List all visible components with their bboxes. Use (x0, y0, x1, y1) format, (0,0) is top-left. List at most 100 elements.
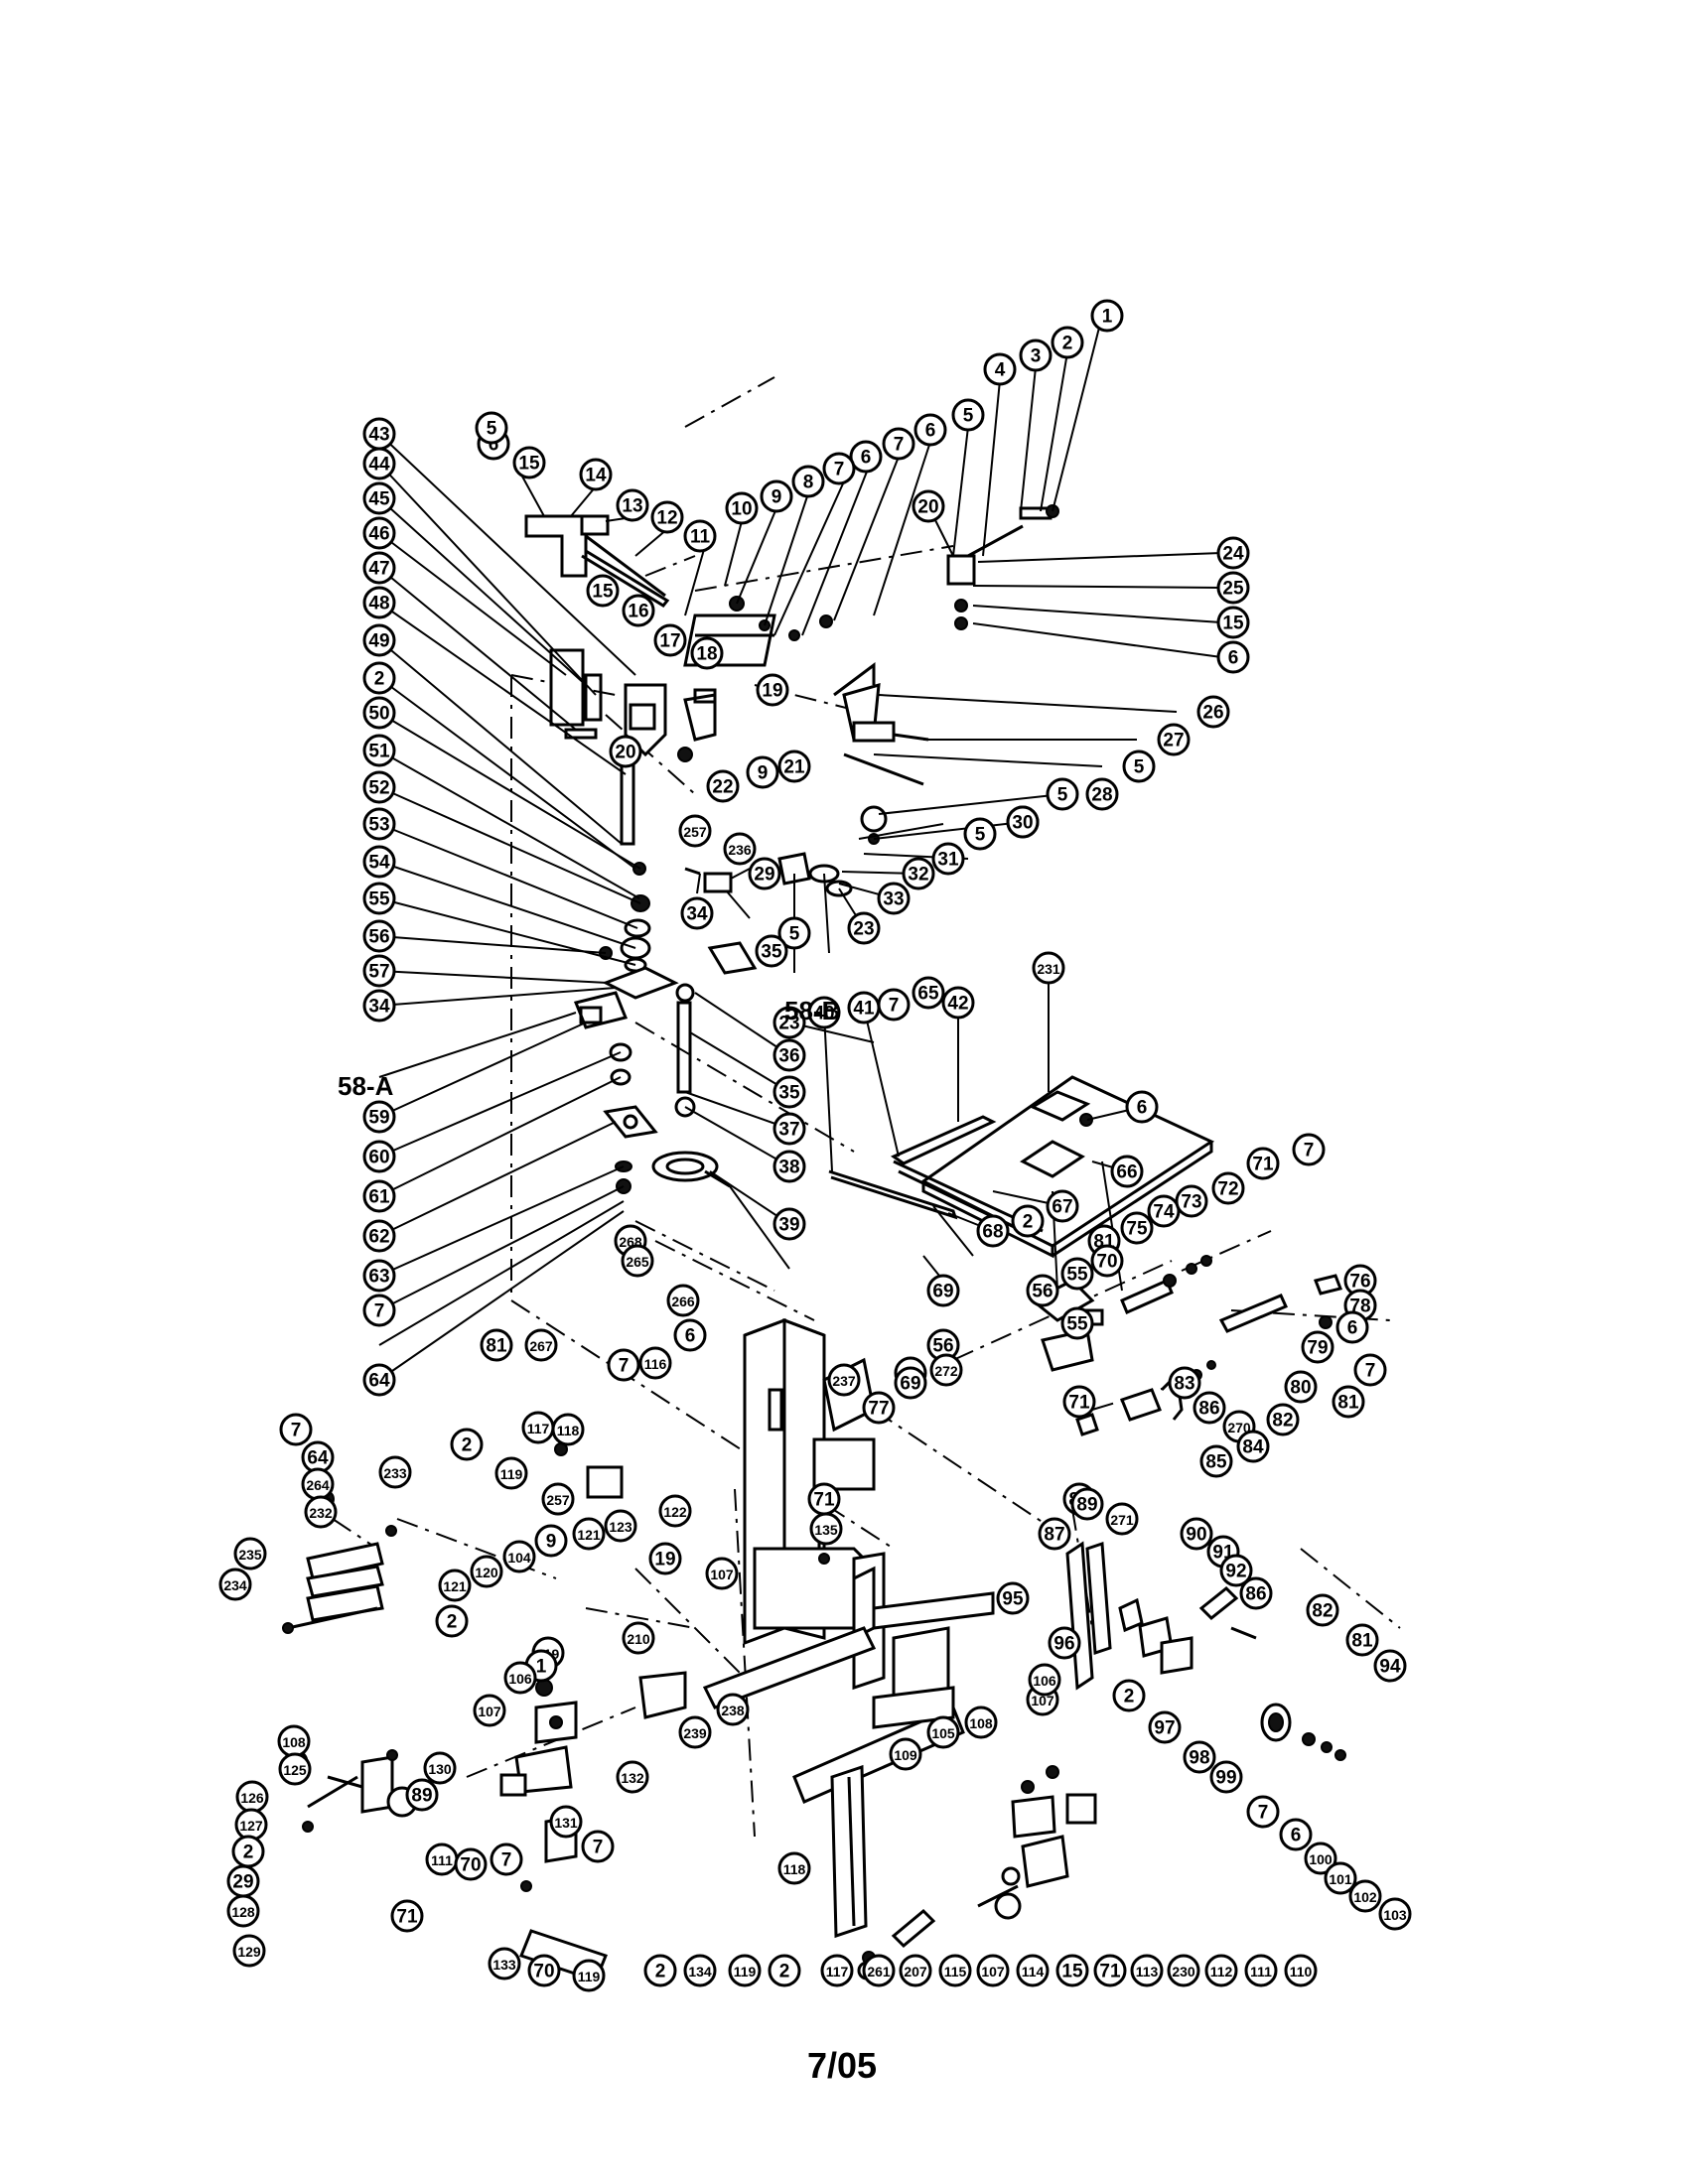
callout-circle (963, 817, 997, 851)
callout-67: 67 (1046, 1189, 1079, 1223)
callout-number: 97 (1154, 1718, 1175, 1739)
callout-6: 6 (1335, 1310, 1369, 1344)
callout-265: 265 (621, 1244, 654, 1278)
callout-40: 40 (807, 996, 841, 1029)
callout-number: 62 (368, 1227, 389, 1248)
callout-number: 55 (1066, 1314, 1088, 1335)
callout-238: 238 (716, 1693, 750, 1726)
callout-number: 118 (557, 1423, 580, 1438)
callout-circle (877, 882, 911, 915)
callout-number: 7 (894, 435, 905, 456)
callout-circle (616, 1760, 649, 1794)
callout-69: 69 (926, 1274, 960, 1307)
callout-number: 51 (368, 742, 390, 762)
callout-circle (1378, 1897, 1412, 1931)
callout-number: 270 (1227, 1420, 1251, 1435)
callout-circle (1085, 777, 1119, 811)
callout-circle (1120, 1211, 1154, 1245)
callout-68: 68 (976, 1214, 1010, 1248)
callout-number: 72 (1217, 1179, 1238, 1200)
callout-circle (772, 1075, 806, 1109)
callout-19: 19 (756, 673, 789, 707)
callout-number: 68 (982, 1222, 1003, 1243)
callout-52: 52 (362, 770, 396, 804)
callout-circle (475, 411, 508, 445)
callout-102: 102 (1348, 1879, 1382, 1913)
callout-circle (502, 1540, 536, 1573)
callout-107: 107 (705, 1557, 739, 1590)
callout-circle (586, 574, 620, 608)
callout-89: 89 (405, 1778, 439, 1812)
callout-circle (1157, 723, 1191, 756)
callout-37: 37 (772, 1112, 806, 1146)
callout-circle (1216, 536, 1250, 570)
callout-circle (1246, 1795, 1280, 1829)
callout-circle (473, 1694, 506, 1727)
callout-number: 130 (428, 1761, 452, 1777)
callout-circle (913, 413, 947, 447)
callout-2: 2 (1051, 326, 1084, 359)
callout-circle (362, 807, 396, 841)
callout-14: 14 (579, 458, 613, 491)
callout-circle (1019, 339, 1052, 372)
callout-number: 4 (995, 360, 1006, 381)
callout-number: 266 (671, 1294, 695, 1309)
callout-number: 6 (489, 435, 499, 456)
callout-number: 27 (1163, 731, 1184, 751)
callout-number: 82 (1312, 1601, 1333, 1622)
callout-25: 25 (1216, 571, 1250, 605)
callout-number: 63 (368, 1267, 389, 1288)
callout-number: 271 (1110, 1512, 1134, 1528)
callout-number: 9 (772, 487, 782, 508)
callout-number: 28 (1091, 785, 1112, 806)
callout-35: 35 (755, 934, 788, 968)
callout-circle (929, 1353, 963, 1387)
callout-number: 210 (627, 1631, 650, 1647)
callout-32: 32 (902, 857, 935, 890)
callout-circle (1304, 1842, 1337, 1875)
callout-87: 87 (1038, 1517, 1071, 1551)
callout-circle (678, 814, 712, 848)
callout-6: 6 (849, 440, 883, 474)
callout-number: 89 (411, 1786, 432, 1807)
callout-circle (847, 911, 881, 945)
callout-number: 61 (368, 1187, 390, 1208)
callout-circle (1112, 1679, 1146, 1712)
callout-number: 13 (622, 496, 642, 517)
callout-5: 5 (1046, 777, 1079, 811)
callout-number: 19 (654, 1550, 675, 1570)
callout-number: 261 (867, 1964, 891, 1979)
callout-circle (1373, 1649, 1407, 1683)
callout-117: 117 (521, 1411, 555, 1444)
callout-237: 237 (827, 1363, 861, 1397)
callout-number: 2 (1124, 1687, 1135, 1707)
callout-number: 7 (1258, 1803, 1269, 1824)
callout-circle (621, 1244, 654, 1278)
callout-34: 34 (362, 989, 396, 1023)
callout-circle (490, 1843, 523, 1876)
callout-number: 121 (577, 1527, 601, 1543)
callout-103: 103 (1378, 1897, 1412, 1931)
callout-circle (1180, 1517, 1213, 1551)
callout-number: 110 (1290, 1964, 1313, 1979)
callout-9: 9 (534, 1524, 568, 1558)
callout-85: 85 (1199, 1444, 1233, 1478)
callout-circle (755, 934, 788, 968)
callout-circle (756, 673, 789, 707)
callout-number: 49 (368, 631, 389, 652)
callout-2: 2 (1112, 1679, 1146, 1712)
callout-75: 75 (1120, 1211, 1154, 1245)
callout-circle (362, 1179, 396, 1213)
callout-number: 41 (853, 999, 875, 1020)
callout-1: 1 (1090, 299, 1124, 333)
callout-number: 64 (368, 1371, 390, 1392)
callout-circle (378, 1455, 412, 1489)
callout-number: 7 (291, 1421, 302, 1441)
callout-circle (218, 1568, 252, 1601)
callout-circle (362, 516, 396, 550)
callout-61: 61 (362, 1179, 396, 1213)
callout-71: 71 (1246, 1147, 1280, 1180)
callout-261: 261 (862, 1954, 896, 1987)
callout-15: 15 (586, 574, 620, 608)
callout-circle (362, 623, 396, 657)
